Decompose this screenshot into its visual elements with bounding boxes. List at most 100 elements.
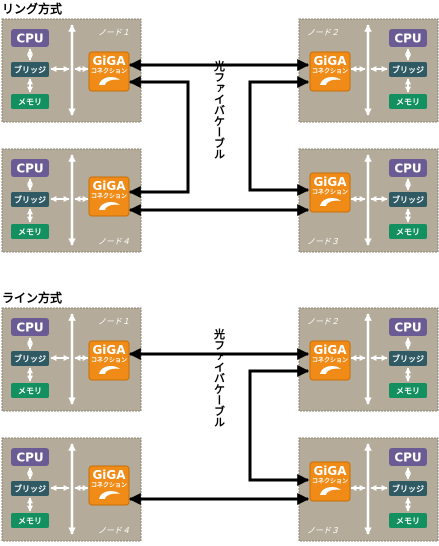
node-label: ノード４ [98,237,130,246]
cpu-box [11,159,49,177]
section-title-line: ライン方式 [2,290,62,305]
cpu-label: CPU [16,451,43,465]
bridge-box [389,351,427,366]
memory-label: メモリ [18,517,42,526]
node-label: ノード２ [307,317,339,326]
node-label: ノード３ [307,526,339,535]
cpu-label: CPU [16,321,43,335]
giga-box [309,172,351,213]
cpu-box [389,159,427,177]
node-3-ring: ノード３ CPU ブリッジ メモリ GiGA コネクション [298,148,439,253]
memory-box [389,94,427,109]
giga-sub-label: コネクション [312,477,348,485]
memory-label: メモリ [18,387,42,396]
cpu-label: CPU [16,162,43,176]
memory-label: メモリ [396,228,420,237]
memory-box [11,224,49,239]
giga-logo-icon [320,77,341,85]
cpu-box [11,448,49,466]
giga-box [309,461,351,502]
giga-box [309,51,351,92]
giga-sub-label: コネクション [312,188,348,196]
memory-label: メモリ [18,228,42,237]
node-2-line: ノード２ CPU ブリッジ メモリ GiGA コネクション [298,307,439,412]
giga-box [88,51,130,92]
memory-label: メモリ [18,98,42,107]
memory-box [11,383,49,398]
memory-box [11,513,49,528]
cpu-box [389,29,427,47]
memory-label: メモリ [396,517,420,526]
node-4-line: ノード４ CPU ブリッジ メモリ GiGA コネクション [1,437,142,542]
fiber-label-ring: 光ファイバケーブル [213,59,227,159]
memory-box [389,513,427,528]
cpu-label: CPU [16,32,43,46]
bridge-box [11,192,49,207]
bridge-label: ブリッジ [14,354,46,364]
cable-1-4 [128,76,190,198]
memory-label: メモリ [396,98,420,107]
cpu-box [389,318,427,336]
node-label: ノード２ [307,28,339,37]
bridge-box [11,62,49,77]
cable-2-3 [248,365,310,486]
cpu-label: CPU [394,32,421,46]
giga-label: GiGA [92,54,126,68]
node-1-line: ノード１ CPU ブリッジ メモリ GiGA コネクション [1,307,142,412]
giga-logo-icon [99,366,120,374]
node-label: ノード３ [307,237,339,246]
giga-label: GiGA [313,343,347,357]
node-label: ノード４ [98,526,130,535]
bridge-box [389,62,427,77]
bridge-label: ブリッジ [392,354,424,364]
node-label: ノード１ [98,28,130,37]
giga-logo-icon [320,487,341,495]
memory-box [389,383,427,398]
giga-label: GiGA [313,175,347,189]
giga-sub-label: コネクション [91,192,127,200]
section-title-ring: リング方式 [2,1,62,16]
ring-cables [128,59,310,216]
cpu-box [11,29,49,47]
giga-logo-icon [99,77,120,85]
cpu-label: CPU [394,162,421,176]
giga-sub-label: コネクション [312,356,348,364]
line-cables [128,348,310,505]
giga-label: GiGA [313,54,347,68]
giga-logo-icon [99,202,120,210]
giga-sub-label: コネクション [91,481,127,489]
bridge-box [389,481,427,496]
memory-label: メモリ [396,387,420,396]
node-3-line: ノード３ CPU ブリッジ メモリ GiGA コネクション [298,437,439,542]
memory-box [11,94,49,109]
cpu-box [11,318,49,336]
bridge-label: ブリッジ [392,65,424,75]
cpu-label: CPU [394,451,421,465]
giga-logo-icon [99,491,120,499]
node-4-ring: ノード４ CPU ブリッジ メモリ GiGA コネクション [1,148,142,253]
bridge-box [11,481,49,496]
giga-sub-label: コネクション [312,67,348,75]
cpu-label: CPU [394,321,421,335]
bridge-box [389,192,427,207]
bridge-box [11,351,49,366]
giga-label: GiGA [92,179,126,193]
bridge-label: ブリッジ [392,484,424,494]
bridge-label: ブリッジ [392,195,424,205]
giga-box [88,465,130,506]
cable-2-3 [248,76,310,196]
bridge-label: ブリッジ [14,195,46,205]
memory-box [389,224,427,239]
giga-logo-icon [320,198,341,206]
giga-sub-label: コネクション [91,356,127,364]
bridge-label: ブリッジ [14,484,46,494]
node-2-ring: ノード２ CPU ブリッジ メモリ GiGA コネクション [298,18,439,123]
giga-label: GiGA [92,468,126,482]
fiber-label-line: 光ファイバケーブル [213,327,227,427]
node-1-ring: ノード１ CPU ブリッジ メモリ GiGA コネクション [1,18,142,123]
giga-label: GiGA [92,343,126,357]
giga-logo-icon [320,366,341,374]
giga-sub-label: コネクション [91,67,127,75]
node-label: ノード１ [98,317,130,326]
